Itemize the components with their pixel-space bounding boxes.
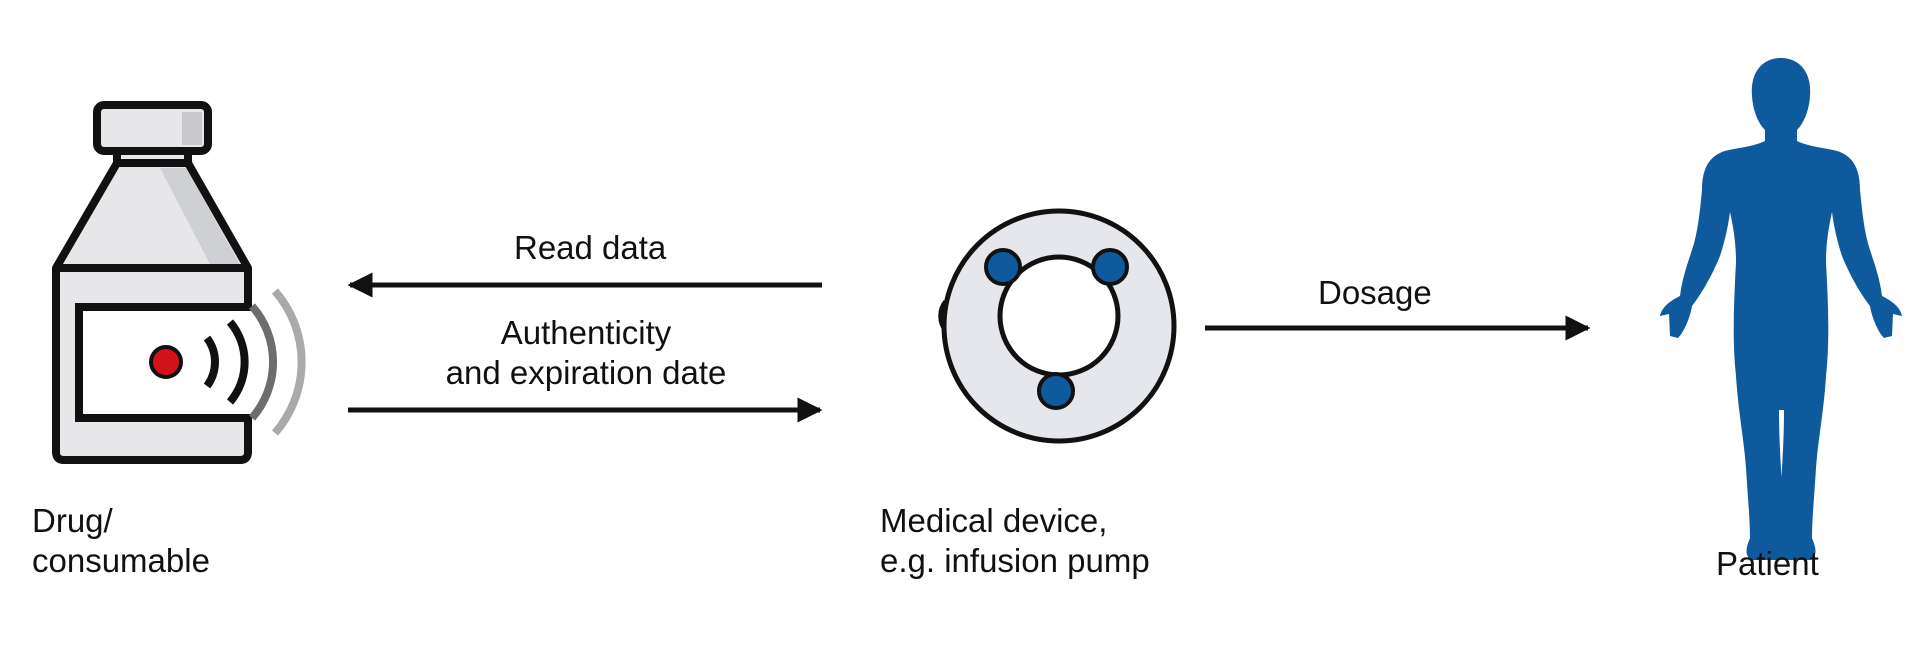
drug-label-line2: consumable — [32, 542, 210, 579]
drug-label: Drug/ consumable — [32, 501, 210, 581]
rfid-tag-icon — [149, 345, 183, 379]
device-label: Medical device, e.g. infusion pump — [880, 501, 1150, 581]
read-data-label: Read data — [514, 229, 667, 266]
authenticity-label-line2: and expiration date — [445, 354, 727, 391]
patient-label: Patient — [1716, 545, 1819, 582]
roller-icon — [1037, 372, 1075, 410]
authenticity-label-line1: Authenticity — [500, 314, 672, 351]
drug-label-line1: Drug/ — [32, 502, 113, 539]
device-label-line1: Medical device, — [880, 502, 1108, 539]
dosage-label: Dosage — [1318, 274, 1432, 311]
radio-waves-icon — [203, 288, 306, 436]
roller-icon — [1091, 248, 1129, 286]
patient-figure-icon — [1660, 58, 1902, 560]
device-label-line2: e.g. infusion pump — [880, 542, 1150, 579]
roller-icon — [984, 248, 1022, 286]
drug-bottle-icon — [52, 101, 292, 464]
infusion-pump-icon — [941, 208, 1177, 444]
authenticity-label: Authenticity and expiration date — [385, 313, 787, 393]
